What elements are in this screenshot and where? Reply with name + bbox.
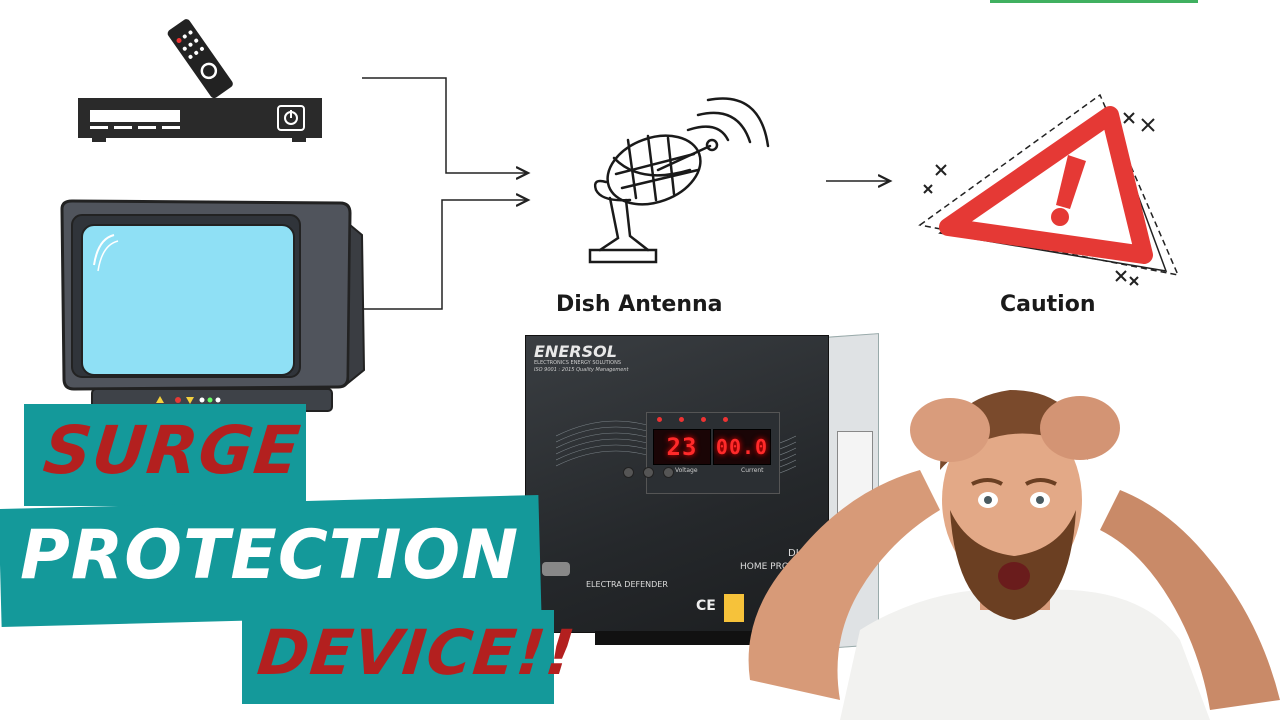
current-readout: 00.0 <box>715 435 769 459</box>
device-model-line2: HOME PROTE <box>740 562 801 572</box>
headline-device: DEVICE!! <box>254 616 580 689</box>
device-iso-text: ISO 9001 : 2015 Quality Management <box>534 367 629 373</box>
device-cert-sticker <box>724 594 744 622</box>
device-bottom-bracket <box>595 631 765 645</box>
current-display: 00.0 <box>713 429 771 465</box>
surge-protector-device: ENERSOL ELECTRONICS ENERGY SOLUTIONS ISO… <box>525 333 879 655</box>
device-animal-logo <box>542 562 570 576</box>
headline-protection: PROTECTION <box>20 516 520 595</box>
voltage-caption: Voltage <box>675 467 698 474</box>
device-button-2[interactable] <box>643 467 654 478</box>
connector-arrows <box>362 77 1280 310</box>
antenna-label: Dish Antenna <box>556 292 723 317</box>
current-caption: Current <box>741 467 764 474</box>
device-button-1[interactable] <box>623 467 634 478</box>
device-brand: ENERSOL <box>534 342 617 361</box>
headline-surge: SURGE <box>39 412 305 489</box>
voltage-display: 23 <box>653 429 711 465</box>
voltage-readout: 23 <box>666 433 698 461</box>
warning-triangle-icon <box>918 93 1180 286</box>
set-top-box-icon <box>78 19 322 142</box>
banner-surge <box>24 404 306 506</box>
dish-antenna-icon <box>588 97 770 264</box>
shocked-man-image <box>748 390 1280 720</box>
top-accent-bar <box>990 0 1198 3</box>
caution-label: Caution <box>1000 292 1096 317</box>
device-ce-mark: CE <box>696 598 716 614</box>
device-product-name: ELECTRA DEFENDER <box>586 580 668 589</box>
device-brand-sub: ELECTRONICS ENERGY SOLUTIONS <box>534 360 622 366</box>
device-display-panel: 23 00.0 Voltage Current <box>623 412 780 494</box>
device-button-3[interactable] <box>663 467 674 478</box>
crt-tv-icon <box>60 199 366 412</box>
banner-device <box>242 610 554 704</box>
indicator-lights <box>657 417 769 423</box>
